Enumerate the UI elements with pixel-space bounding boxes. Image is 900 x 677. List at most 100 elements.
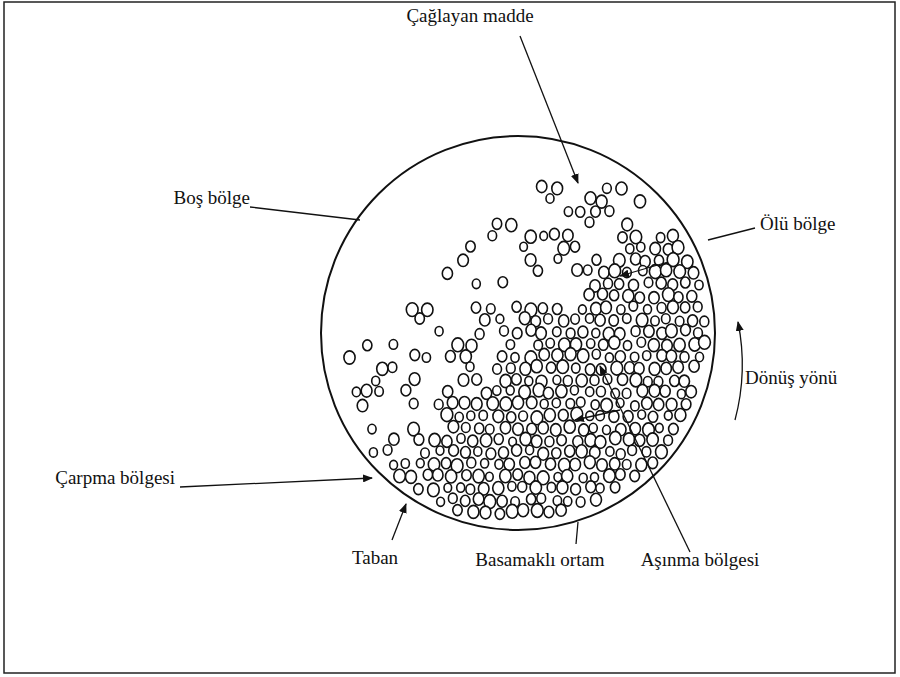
ball	[441, 408, 453, 422]
ball	[401, 385, 411, 396]
ball	[591, 400, 599, 410]
ball	[553, 327, 561, 337]
ball	[637, 242, 645, 252]
ball	[609, 264, 621, 278]
ball	[519, 411, 528, 421]
ball	[586, 481, 596, 493]
ball	[616, 469, 626, 480]
ball	[664, 435, 673, 445]
ball	[487, 397, 499, 411]
ball	[512, 444, 522, 456]
ball	[436, 446, 444, 455]
ball	[566, 399, 575, 409]
ball	[447, 397, 458, 409]
ball	[687, 291, 697, 303]
ball	[681, 324, 691, 335]
ball	[537, 180, 547, 192]
ball	[520, 432, 531, 445]
ball	[584, 456, 595, 469]
ball	[467, 457, 476, 468]
ball	[506, 386, 514, 395]
ball	[458, 254, 469, 266]
ball	[590, 375, 599, 386]
ball	[512, 374, 522, 385]
ball	[344, 351, 355, 364]
ball	[636, 313, 648, 327]
ball	[642, 397, 653, 409]
ball	[544, 314, 553, 324]
ball	[448, 493, 457, 503]
ball	[537, 493, 546, 503]
ball	[617, 305, 625, 315]
ball	[655, 423, 663, 432]
ball	[554, 473, 562, 482]
ball	[670, 375, 680, 386]
region-label: Basamaklı ortam	[475, 550, 604, 571]
ball	[631, 326, 640, 337]
ball	[603, 425, 611, 434]
ball	[466, 362, 474, 371]
ball	[416, 459, 424, 468]
ball	[492, 218, 501, 229]
ball	[389, 340, 397, 350]
ball	[520, 457, 530, 469]
ball	[448, 421, 459, 433]
ball	[601, 398, 613, 412]
ball	[533, 265, 542, 276]
ball	[544, 506, 554, 517]
ball	[592, 254, 601, 265]
ball	[648, 339, 659, 352]
ball	[389, 433, 399, 445]
ball	[383, 445, 392, 455]
region-label: Dönüş yönü	[745, 368, 837, 389]
ball	[592, 328, 600, 337]
region-label: Çağlayan madde	[406, 6, 533, 27]
ball	[595, 314, 605, 326]
ball	[434, 399, 443, 409]
ball	[536, 327, 547, 340]
ball	[657, 350, 667, 362]
ball	[577, 349, 589, 363]
ball	[647, 433, 658, 446]
ball	[557, 481, 568, 494]
ball	[500, 326, 509, 336]
ball	[571, 314, 580, 324]
ball	[623, 314, 631, 324]
ball	[455, 412, 463, 422]
ball	[539, 348, 549, 360]
ball	[458, 374, 469, 387]
ball	[576, 374, 587, 387]
ball	[610, 431, 621, 444]
ball	[553, 375, 561, 384]
ball	[449, 445, 459, 457]
ball-charge	[344, 180, 710, 519]
ball	[622, 218, 633, 231]
ball	[563, 229, 573, 241]
ball	[585, 217, 594, 227]
ball	[415, 313, 424, 324]
ball	[605, 353, 613, 362]
ball	[675, 409, 686, 422]
ball	[626, 244, 634, 254]
ball	[638, 410, 646, 419]
ball	[695, 280, 703, 290]
ball	[457, 483, 465, 492]
ball	[662, 314, 671, 324]
ball	[570, 241, 579, 252]
ball	[511, 353, 519, 363]
ball	[531, 504, 543, 518]
ball	[556, 504, 566, 516]
ball	[480, 506, 491, 519]
ball	[553, 304, 562, 315]
ball	[637, 384, 648, 397]
ball	[538, 422, 548, 434]
ball	[352, 387, 360, 397]
ball	[630, 352, 638, 362]
ball	[421, 448, 430, 458]
ball	[520, 362, 531, 375]
ball	[550, 228, 560, 240]
ball	[637, 337, 646, 347]
ball	[495, 508, 504, 519]
ball	[526, 396, 537, 408]
ball	[410, 349, 420, 360]
